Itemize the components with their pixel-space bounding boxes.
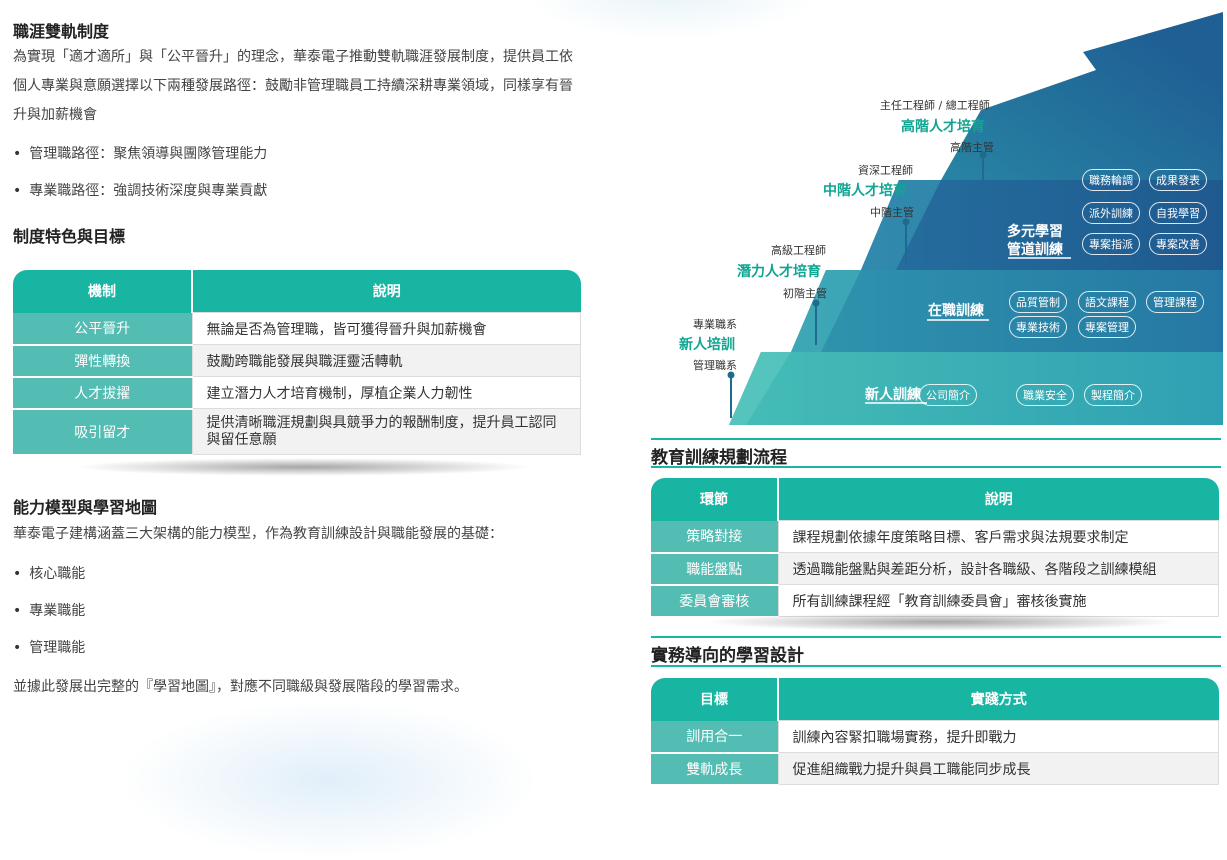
competency-intro: 華泰電子建構涵蓋三大架構的能力模型，作為教育訓練設計與職能發展的基礎： [13, 526, 503, 542]
competency-bullet: 管理職能 [13, 637, 85, 657]
course-pill: 自我學習 [1149, 202, 1207, 224]
table-value: 無論是否為管理職，皆可獲得晉升與加薪機會 [191, 312, 581, 345]
step-name: 管道訓練 [1007, 242, 1063, 258]
level-name: 高階人才培育 [901, 119, 985, 135]
step-name: 多元學習 [1007, 224, 1063, 240]
step-name: 在職訓練 [928, 303, 984, 319]
section-rule [651, 636, 1221, 638]
level-top-label: 資深工程師 [858, 164, 913, 177]
level-bottom-label: 高階主管 [950, 141, 994, 154]
features-table: 機制 說明 公平晉升 無論是否為管理職，皆可獲得晉升與加薪機會 彈性轉換 鼓勵跨… [13, 270, 581, 456]
table-header: 機制 [13, 270, 193, 313]
table-key: 策略對接 [651, 520, 778, 554]
table-header: 實踐方式 [778, 678, 1219, 721]
table-row: 委員會審核 所有訓練課程經「教育訓練委員會」審核後實施 [651, 584, 1219, 618]
section-rule [651, 466, 1221, 468]
competency-bullet: 核心職能 [13, 563, 85, 583]
step-name-underline [865, 257, 1071, 404]
table-header: 說明 [192, 270, 581, 313]
table-key: 彈性轉換 [13, 344, 192, 378]
career-bullet: 專業職路徑：強調技術深度與專業貢獻 [13, 180, 267, 200]
step-name: 新人訓練 [865, 387, 921, 403]
level-name: 新人培訓 [679, 337, 735, 353]
course-pill: 語文課程 [1078, 291, 1136, 313]
step-2-tread [791, 270, 861, 352]
competency-outro: 並據此發展出完整的『學習地圖』，對應不同職級與發展階段的學習需求。 [13, 679, 468, 695]
table-header: 環節 [651, 478, 779, 521]
table-row: 公平晉升 無論是否為管理職，皆可獲得晉升與加薪機會 [13, 312, 581, 346]
table-value: 促進組織戰力提升與員工職能同步成長 [777, 752, 1219, 785]
table-row: 職能盤點 透過職能盤點與差距分析，設計各職級、各階段之訓練模組 [651, 552, 1219, 586]
career-title: 職涯雙軌制度 [13, 22, 110, 41]
table-row: 吸引留才 提供清晰職涯規劃與具競爭力的報酬制度，提升員工認同與留任意願 [13, 408, 581, 456]
level-name: 潛力人才培育 [737, 264, 821, 280]
table-value: 透過職能盤點與差距分析，設計各職級、各階段之訓練模組 [777, 552, 1219, 585]
table-row: 雙軌成長 促進組織戰力提升與員工職能同步成長 [651, 752, 1219, 786]
level-bottom-label: 管理職系 [693, 359, 737, 372]
practice-table: 目標 實踐方式 訓用合一 訓練內容緊扣職場實務，提升即戰力 雙軌成長 促進組織戰… [651, 678, 1219, 786]
table-value: 建立潛力人才培育機制，厚植企業人力韌性 [191, 376, 581, 409]
level-name: 中階人才培育 [823, 183, 907, 199]
career-bullet: 管理職路徑：聚焦領導與團隊管理能力 [13, 143, 267, 163]
course-pill: 品質管制 [1009, 291, 1067, 313]
course-pill: 專案指派 [1082, 233, 1140, 255]
course-pill: 製程簡介 [1084, 384, 1142, 406]
table-value: 所有訓練課程經「教育訓練委員會」審核後實施 [777, 584, 1219, 617]
table-key: 吸引留才 [13, 408, 192, 456]
course-pill: 派外訓練 [1082, 202, 1140, 224]
table-key: 人才拔擢 [13, 376, 192, 410]
course-pill: 職務輪調 [1082, 169, 1140, 191]
features-title: 制度特色與目標 [13, 227, 126, 246]
competency-title: 能力模型與學習地圖 [13, 498, 158, 517]
planning-table: 環節 說明 策略對接 課程規劃依據年度策略目標、客戶需求與法規要求制定 職能盤點… [651, 478, 1219, 618]
level-top-label: 高級工程師 [771, 244, 826, 257]
level-top-label: 主任工程師 / 總工程師 [880, 99, 990, 112]
course-pill: 專案改善 [1149, 233, 1207, 255]
planning-title: 教育訓練規劃流程 [651, 448, 787, 468]
table-key: 雙軌成長 [651, 752, 778, 786]
table-key: 職能盤點 [651, 552, 778, 586]
table-shadow [701, 613, 1181, 631]
table-header: 說明 [778, 478, 1219, 521]
table-key: 公平晉升 [13, 312, 192, 346]
staircase-diagram [727, 12, 1223, 425]
table-value: 課程規劃依據年度策略目標、客戶需求與法規要求制定 [777, 520, 1219, 553]
table-header: 目標 [651, 678, 779, 721]
table-key: 委員會審核 [651, 584, 778, 618]
course-pill: 成果發表 [1149, 169, 1207, 191]
table-row: 人才拔擢 建立潛力人才培育機制，厚植企業人力韌性 [13, 376, 581, 410]
step-1-tread [729, 352, 791, 425]
course-pill: 公司簡介 [919, 384, 977, 406]
career-intro: 為實現「適才適所」與「公平晉升」的理念，華泰電子推動雙軌職涯發展制度，提供員工依… [13, 49, 573, 123]
level-top-label: 專業職系 [693, 318, 737, 331]
level-bottom-label: 中階主管 [870, 206, 914, 219]
table-value: 提供清晰職涯規劃與具競爭力的報酬制度，提升員工認同與留任意願 [191, 408, 581, 455]
course-pill: 專業技術 [1009, 316, 1067, 338]
table-shadow [73, 458, 533, 476]
table-row: 彈性轉換 鼓勵跨職能發展與職涯靈活轉軌 [13, 344, 581, 378]
section-rule [651, 665, 1221, 667]
course-pill: 管理課程 [1146, 291, 1204, 313]
step-1-band [729, 352, 1223, 425]
step-3-tread [861, 180, 941, 270]
table-row: 訓用合一 訓練內容緊扣職場實務，提升即戰力 [651, 720, 1219, 754]
section-rule [651, 438, 1221, 440]
step-2-band [791, 270, 1223, 352]
competency-bullet: 專業職能 [13, 600, 85, 620]
course-pill: 專案管理 [1078, 316, 1136, 338]
course-pill: 職業安全 [1016, 384, 1074, 406]
right-column: 專業職系 新人培訓 管理職系 高級工程師 潛力人才培育 初階主管 資深工程師 中… [651, 0, 1227, 793]
background-glow [120, 700, 540, 860]
level-bottom-label: 初階主管 [783, 287, 827, 300]
practice-title: 實務導向的學習設計 [651, 646, 804, 666]
table-value: 訓練內容緊扣職場實務，提升即戰力 [777, 720, 1219, 753]
level-pin [727, 151, 987, 418]
table-value: 鼓勵跨職能發展與職涯靈活轉軌 [191, 344, 581, 377]
table-row: 策略對接 課程規劃依據年度策略目標、客戶需求與法規要求制定 [651, 520, 1219, 554]
table-key: 訓用合一 [651, 720, 778, 754]
